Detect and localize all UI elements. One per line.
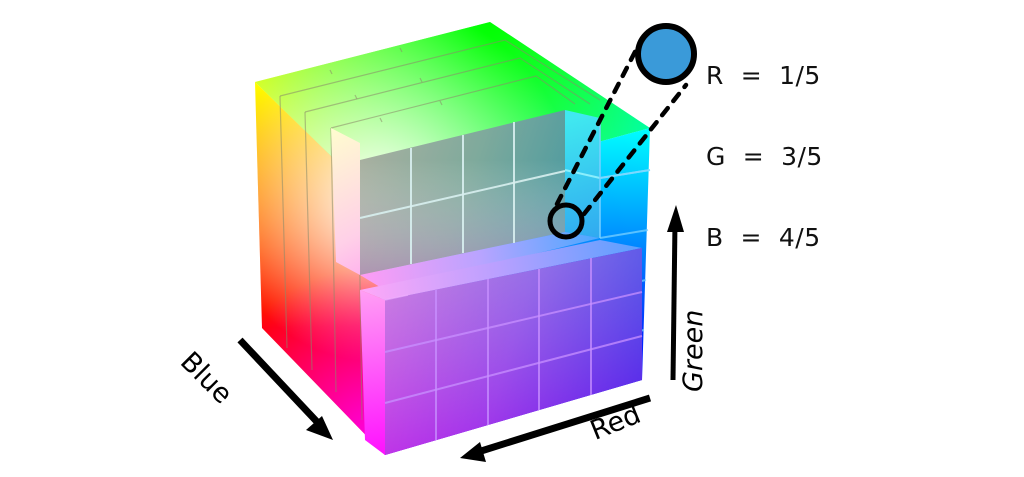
legend-r-value: R = 1/5 — [706, 61, 821, 90]
green-axis-arrow — [667, 205, 684, 381]
selected-cell-marker — [547, 202, 585, 240]
cube-front-block — [360, 240, 643, 455]
legend-b-value: B = 4/5 — [706, 223, 821, 252]
red-axis-arrow — [460, 394, 652, 462]
legend-g-value: G = 3/5 — [706, 142, 823, 171]
color-swatch — [635, 23, 697, 85]
color-legend: R = 1/5 G = 3/5 B = 4/5 — [706, 8, 823, 278]
green-axis-label: Green — [678, 309, 709, 392]
cube-carved-region — [331, 110, 651, 290]
cube-left-face — [255, 82, 385, 455]
connector-dashes — [554, 45, 689, 217]
blue-axis-arrow — [237, 337, 333, 440]
